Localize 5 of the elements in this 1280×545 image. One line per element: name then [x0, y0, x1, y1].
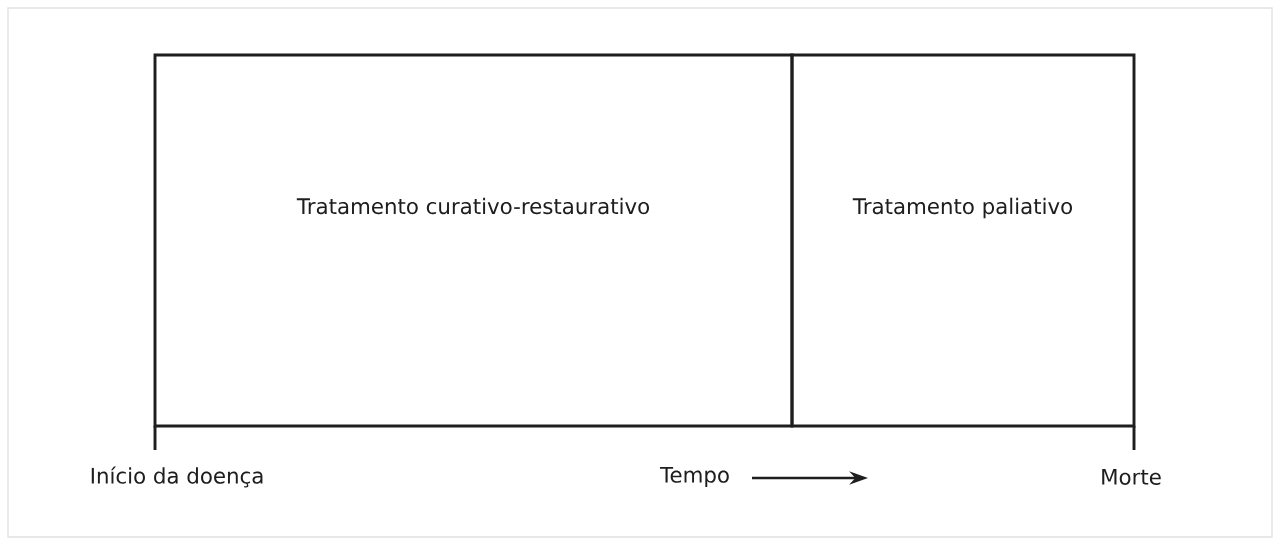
axis-label: Tempo [660, 467, 729, 487]
phase-box: Tratamento curativo-restaurativo [153, 53, 794, 428]
axis-label: Morte [1102, 469, 1161, 485]
phase-box: Tratamento paliativo [790, 53, 1136, 428]
axis-label: Início da doença [91, 466, 263, 488]
